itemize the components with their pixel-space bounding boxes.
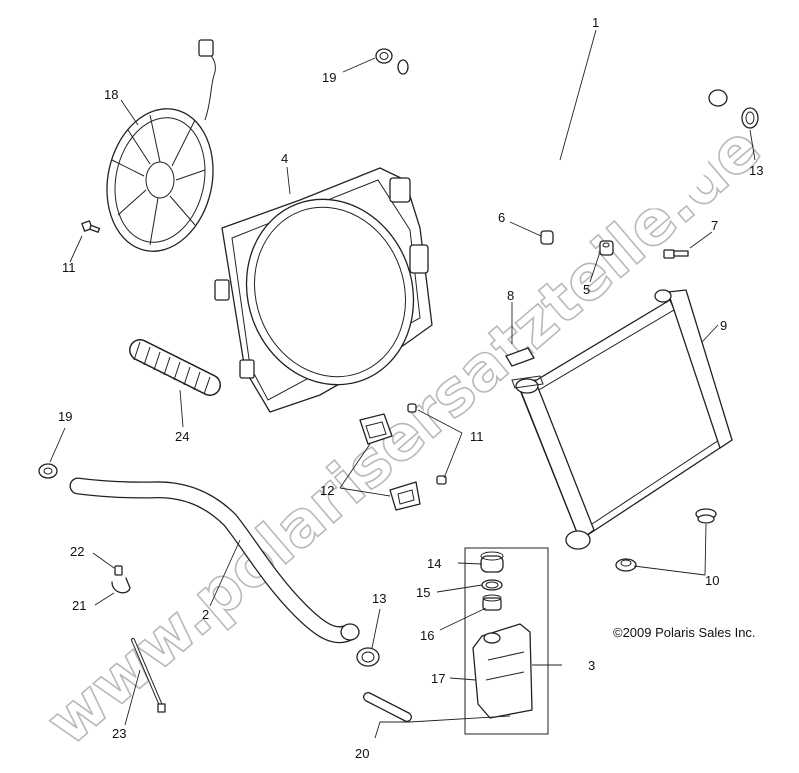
- spacer-5-part: [599, 240, 614, 256]
- hose-clamp-upper-part: [741, 107, 759, 129]
- callout-18: 18: [104, 87, 118, 102]
- hose-sleeve-24-part: [129, 339, 221, 396]
- callout-11-upper: 11: [62, 260, 76, 275]
- grommet-6-part: [540, 230, 554, 245]
- callout-4: 4: [281, 151, 288, 166]
- callout-11-lower: 11: [470, 429, 484, 444]
- callout-5: 5: [583, 282, 590, 297]
- callout-8: 8: [507, 288, 514, 303]
- rubber-mount-10-upper-part: [695, 508, 717, 524]
- reservoir-17-part: [472, 623, 533, 719]
- adapter-16-part: [482, 594, 502, 611]
- callout-7: 7: [711, 218, 718, 233]
- bolt-11-lower-a-part: [407, 403, 417, 413]
- overflow-hose-20-part: [363, 692, 412, 722]
- callout-14: 14: [427, 556, 441, 571]
- callout-16: 16: [420, 628, 434, 643]
- callout-13-upper: 13: [749, 163, 763, 178]
- callout-9: 9: [720, 318, 727, 333]
- callout-19-upper: 19: [322, 70, 336, 85]
- hose-clamp-19-upper-part: [375, 48, 393, 64]
- lower-hose-part: [69, 477, 360, 644]
- clip-21-part: [111, 577, 131, 594]
- fan-shroud-part: [214, 167, 433, 413]
- callout-24: 24: [175, 429, 189, 444]
- hose-clamp-13-lower-part: [356, 647, 380, 667]
- callout-21: 21: [72, 598, 86, 613]
- cooling-fan-part: [106, 39, 216, 252]
- callout-2: 2: [202, 607, 209, 622]
- callout-15: 15: [416, 585, 430, 600]
- cable-tie-23-part: [131, 638, 166, 713]
- upper-hose-part: [394, 58, 728, 209]
- callout-10: 10: [705, 573, 719, 588]
- bolt-7-part: [663, 249, 689, 259]
- seal-15-part: [481, 579, 503, 591]
- callout-3: 3: [588, 658, 595, 673]
- leader-lines: [49, 29, 756, 739]
- callout-22: 22: [70, 544, 84, 559]
- bolt-11-lower-b-part: [436, 475, 447, 485]
- callout-6: 6: [498, 210, 505, 225]
- bracket-8-part: [505, 347, 535, 367]
- callout-23: 23: [112, 726, 126, 741]
- callout-12: 12: [320, 483, 334, 498]
- rubber-mount-10-lower-part: [615, 558, 637, 572]
- copyright-text: ©2009 Polaris Sales Inc.: [613, 625, 756, 640]
- radiator-part: [511, 289, 733, 550]
- bracket-12-lower-part: [389, 481, 421, 511]
- bolt-11-upper-part: [81, 220, 101, 233]
- callout-labels: 1 19 13 18 4 6 7 5 8 9 11 24 11 12 10 19…: [58, 15, 763, 761]
- reservoir-assembly-box: [464, 547, 549, 735]
- callout-17: 17: [431, 671, 445, 686]
- bracket-12-upper-part: [359, 413, 393, 445]
- bolt-22-part: [114, 565, 123, 576]
- hose-clamp-19-lower-part: [38, 463, 58, 479]
- callout-1: 1: [592, 15, 599, 30]
- callout-20: 20: [355, 746, 369, 761]
- callout-13-lower: 13: [372, 591, 386, 606]
- callout-19-lower: 19: [58, 409, 72, 424]
- reservoir-cap-14-part: [480, 551, 504, 573]
